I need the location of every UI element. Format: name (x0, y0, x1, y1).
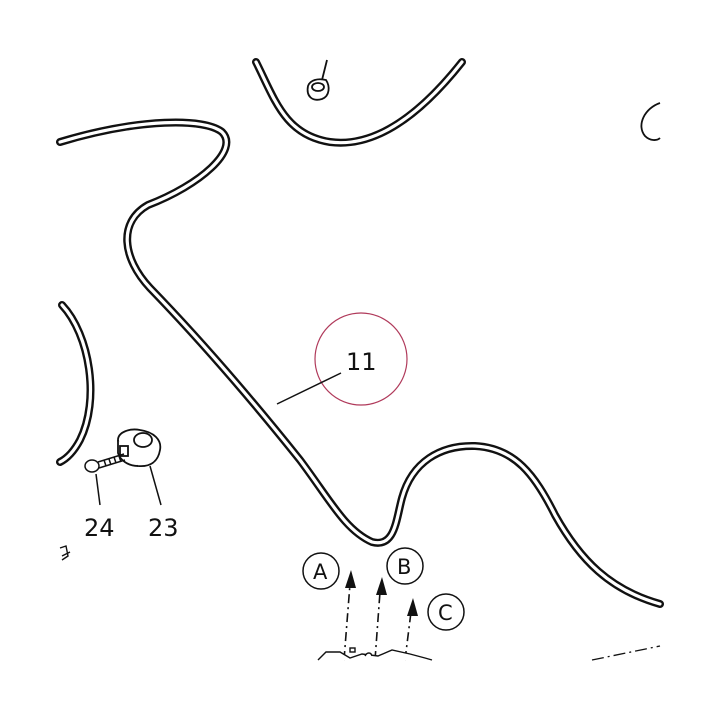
centerline (591, 645, 661, 661)
arrow-c-head (407, 598, 418, 616)
screw-24 (84, 453, 126, 473)
bottom-component (317, 647, 433, 661)
arrow-b-head (376, 577, 387, 595)
callout-11-label: 11 (346, 348, 377, 376)
arrow-a-label: A (313, 560, 328, 584)
arrow-c-shaft (404, 611, 412, 661)
clamp-23 (117, 428, 162, 467)
upper-tube-loop (252, 58, 466, 147)
arrow-a-circle (302, 552, 340, 590)
callout-23-leader (149, 465, 162, 506)
arrow-b-label: B (397, 555, 411, 579)
callout-24-label: 24 (84, 514, 115, 542)
arrow-b-circle (386, 547, 424, 585)
tube-11 (56, 118, 664, 608)
arrow-a-shaft (343, 583, 351, 661)
arrow-c-circle (427, 593, 465, 631)
arrow-group: A B C (302, 547, 465, 661)
callout-11-highlight (314, 312, 408, 406)
arrow-c-label: C (438, 601, 453, 625)
arrow-b-shaft (374, 591, 381, 661)
right-hook (640, 102, 661, 141)
callout-11-leader (276, 372, 342, 405)
callout-24-leader (95, 473, 101, 506)
lower-left-fitting (59, 545, 71, 561)
callout-23-label: 23 (148, 514, 179, 542)
left-tube-loop (56, 301, 95, 466)
arrow-a-head (345, 570, 356, 588)
upper-clip (306, 59, 330, 101)
